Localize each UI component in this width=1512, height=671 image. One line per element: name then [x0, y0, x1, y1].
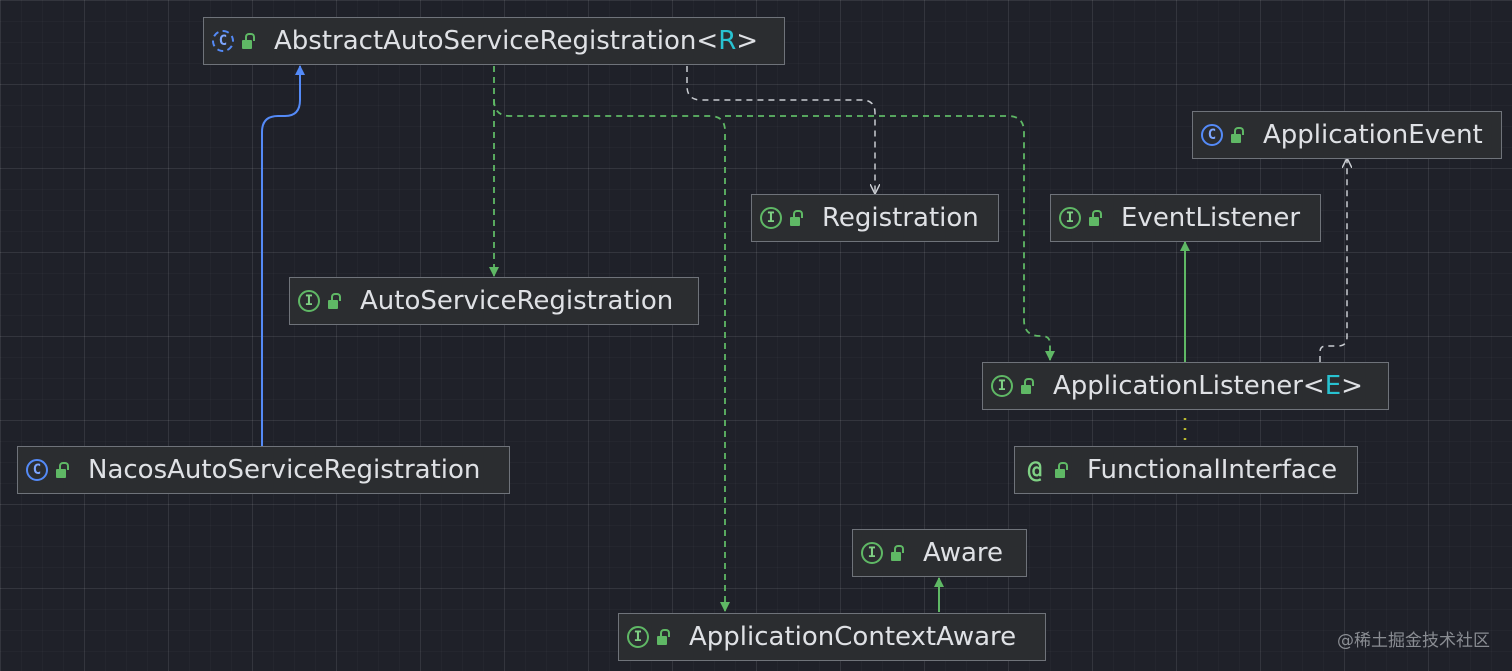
node-label: NacosAutoServiceRegistration [88, 455, 481, 485]
interface-icon: I [760, 207, 782, 229]
public-lock-icon [1055, 461, 1068, 478]
node-registration[interactable]: I Registration [751, 194, 999, 242]
node-application-event[interactable]: C ApplicationEvent [1192, 111, 1502, 159]
public-lock-icon [657, 628, 670, 645]
public-lock-icon [891, 544, 904, 561]
node-label: AbstractAutoServiceRegistration<R> [274, 26, 759, 56]
node-label: ApplicationEvent [1263, 120, 1483, 150]
interface-icon: I [1059, 207, 1081, 229]
interface-icon: I [627, 626, 649, 648]
node-aware[interactable]: I Aware [852, 529, 1027, 577]
node-nacos-auto-service-registration[interactable]: C NacosAutoServiceRegistration [17, 446, 510, 494]
node-functional-interface[interactable]: @ FunctionalInterface [1014, 446, 1358, 494]
edge-application-listener-uses-application-event [1319, 159, 1347, 362]
node-label: FunctionalInterface [1087, 455, 1338, 485]
node-label: AutoServiceRegistration [360, 286, 674, 316]
interface-icon: I [298, 290, 320, 312]
edge-nacos-extends-abstract [261, 65, 305, 446]
edge-abstract-implements-application-context-aware [493, 99, 730, 612]
public-lock-icon [1089, 209, 1102, 226]
node-label: Registration [822, 203, 979, 233]
node-label: ApplicationContextAware [689, 622, 1017, 652]
node-abstract-auto-service-registration[interactable]: C AbstractAutoServiceRegistration<R> [203, 17, 785, 65]
class-icon: C [1201, 124, 1223, 146]
public-lock-icon [56, 461, 69, 478]
public-lock-icon [1021, 377, 1034, 394]
edge-abstract-implements-application-listener [725, 115, 1055, 361]
node-auto-service-registration[interactable]: I AutoServiceRegistration [289, 277, 699, 325]
node-label: Aware [923, 538, 1004, 568]
edge-abstract-uses-registration [686, 66, 875, 193]
public-lock-icon [242, 32, 255, 49]
interface-icon: I [861, 542, 883, 564]
public-lock-icon [790, 209, 803, 226]
node-event-listener[interactable]: I EventListener [1050, 194, 1321, 242]
node-label: ApplicationListener<E> [1053, 371, 1363, 401]
watermark: @稀土掘金技术社区 [1337, 631, 1490, 651]
node-application-context-aware[interactable]: I ApplicationContextAware [618, 613, 1046, 661]
public-lock-icon [1231, 126, 1244, 143]
class-icon: C [26, 459, 48, 481]
node-label: EventListener [1121, 203, 1301, 233]
node-application-listener[interactable]: I ApplicationListener<E> [982, 362, 1389, 410]
abstract-class-icon: C [212, 30, 234, 52]
annotation-icon: @ [1027, 456, 1043, 484]
public-lock-icon [328, 292, 341, 309]
interface-icon: I [991, 375, 1013, 397]
